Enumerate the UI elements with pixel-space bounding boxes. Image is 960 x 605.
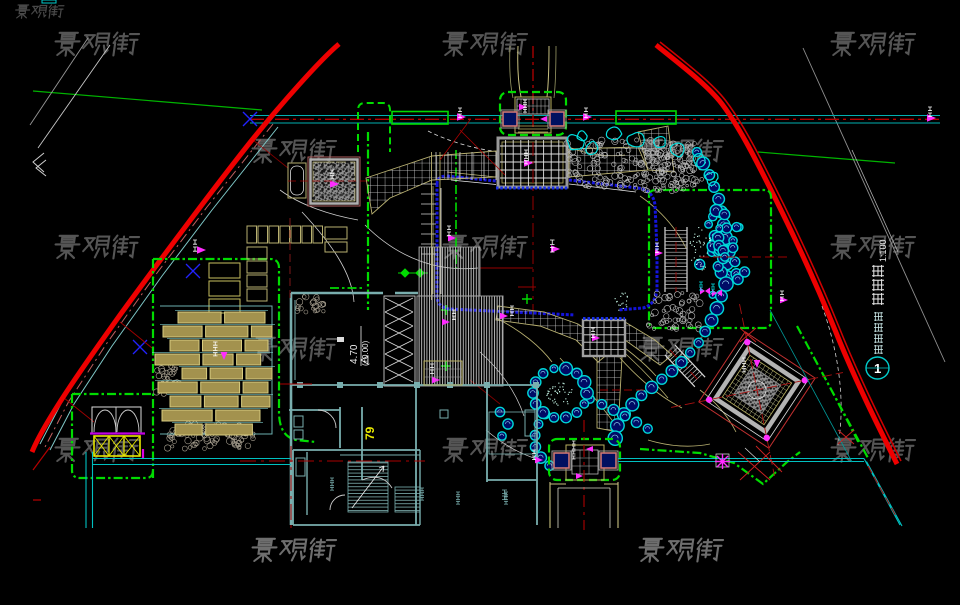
svg-text:1:100: 1:100	[878, 239, 888, 262]
svg-text:79: 79	[363, 426, 377, 440]
svg-text:(±0.00): (±0.00)	[361, 340, 370, 366]
svg-text:4.70: 4.70	[349, 344, 360, 364]
svg-text:1: 1	[874, 361, 881, 376]
